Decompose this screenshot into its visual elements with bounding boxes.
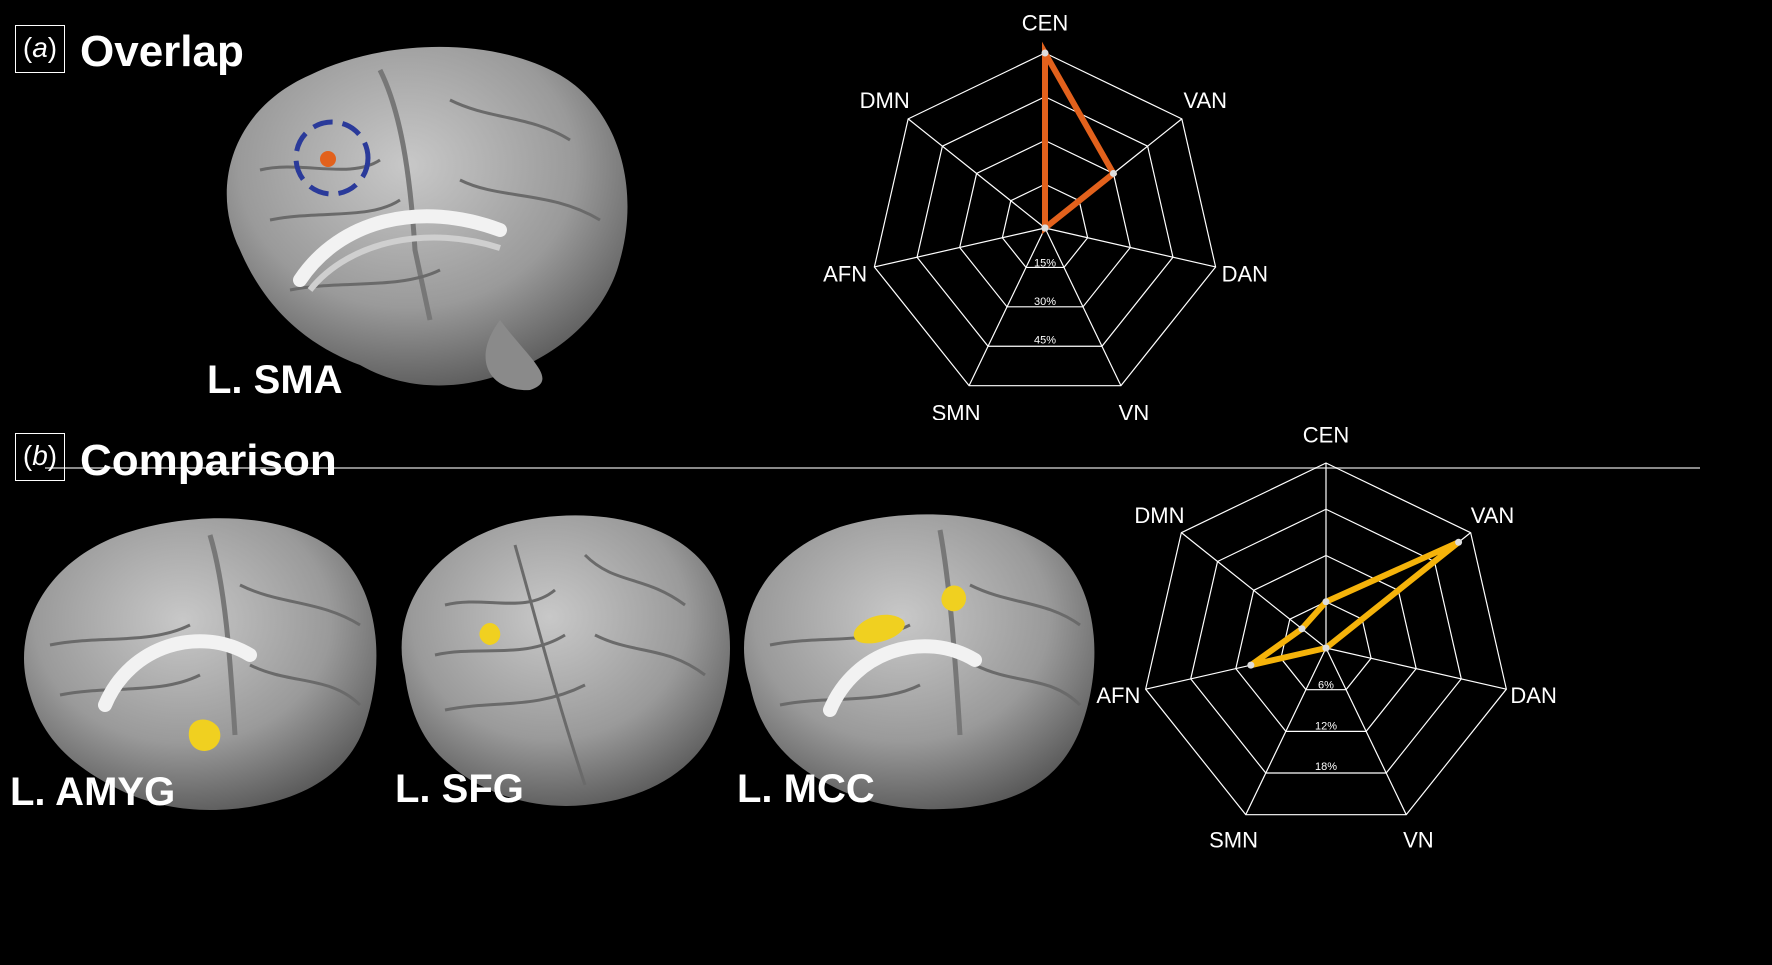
radar-b-ring-label-1: 6% bbox=[1318, 680, 1334, 692]
radar-b-ring-label-3: 18% bbox=[1315, 761, 1337, 773]
radar-a-axis-label-dan: DAN bbox=[1222, 261, 1268, 286]
radar-a-axis-line-dmn bbox=[907, 118, 1046, 229]
brain-mcc bbox=[744, 514, 1095, 810]
radar-a-axis-line-afn bbox=[874, 227, 1046, 268]
brain-label-sma: L. SMA bbox=[207, 358, 343, 402]
radar-a-grid-ring-4 bbox=[873, 52, 1217, 387]
brain-sfg bbox=[401, 515, 730, 806]
panel-a-title: Overlap bbox=[80, 27, 244, 76]
radar-a-axis-line-smn bbox=[968, 227, 1046, 386]
radar-b-series-line-0 bbox=[1249, 539, 1461, 669]
radar-a-axis-label-van: VAN bbox=[1183, 88, 1227, 113]
radar-b-axis-line-vn bbox=[1325, 647, 1407, 815]
radar-b-axis-line-dan bbox=[1325, 647, 1507, 690]
brain-sma bbox=[226, 46, 628, 391]
radar-chart-b: 6% 12% 18% CEN VAN DAN VN SMN AFN DMN bbox=[1096, 423, 1557, 853]
radar-b-axis-label-dmn: DMN bbox=[1134, 503, 1184, 528]
radar-b-axis-label-afn: AFN bbox=[1096, 683, 1140, 708]
radar-a-axis-label-afn: AFN bbox=[823, 261, 867, 286]
radar-b-grid-ring-2 bbox=[1235, 554, 1417, 732]
panel-a-tag: (a) bbox=[15, 25, 65, 73]
radar-b-data-point-cen bbox=[1322, 598, 1330, 606]
radar-a-axis-label-smn: SMN bbox=[932, 400, 981, 420]
radar-a-series-line-0 bbox=[1042, 41, 1118, 235]
radar-b-data-point-smn bbox=[1322, 644, 1330, 652]
radar-b-data-point-afn bbox=[1247, 661, 1255, 669]
roi-circle bbox=[293, 119, 371, 197]
radar-a-data-point-dmn bbox=[1041, 224, 1049, 232]
radar-a-ring-label-1: 15% bbox=[1034, 258, 1056, 270]
radar-b-axis-label-cen: CEN bbox=[1303, 423, 1349, 448]
panel-b-tag: (b) bbox=[15, 433, 65, 481]
radar-b-axis-line-smn bbox=[1245, 647, 1327, 815]
radar-a-axis-line-dan bbox=[1044, 227, 1216, 268]
radar-a-data-point-cen bbox=[1041, 49, 1049, 57]
radar-b-grid-ring-4 bbox=[1144, 462, 1508, 816]
radar-b-ring-label-2: 12% bbox=[1315, 720, 1337, 732]
radar-a-ring-label-3: 45% bbox=[1034, 335, 1056, 347]
radar-b-axis-label-van: VAN bbox=[1471, 503, 1515, 528]
radar-a-axis-line-vn bbox=[1044, 227, 1122, 386]
radar-b-axis-label-dan: DAN bbox=[1510, 683, 1556, 708]
radar-b-data-point-dmn bbox=[1298, 625, 1306, 633]
radar-a-axis-label-vn: VN bbox=[1119, 400, 1150, 420]
radar-b-data-point-van bbox=[1455, 538, 1463, 546]
radar-b-grid-ring-1 bbox=[1280, 601, 1372, 691]
radar-b-axis-label-vn: VN bbox=[1403, 828, 1434, 853]
radar-a-axis-label-cen: CEN bbox=[1022, 11, 1068, 36]
panel-b-title: Comparison bbox=[80, 436, 337, 485]
brain-amyg bbox=[24, 518, 377, 810]
radar-a-grid-ring-2 bbox=[959, 139, 1131, 308]
radar-a-ring-label-2: 30% bbox=[1034, 296, 1056, 308]
radar-chart-a: 15% 30% 45% CEN VAN DAN VN SMN AFN DMN bbox=[823, 11, 1268, 420]
radar-b-axis-label-smn: SMN bbox=[1209, 828, 1258, 853]
brain-label-mcc: L. MCC bbox=[737, 767, 875, 811]
brain-label-amyg: L. AMYG bbox=[10, 770, 176, 814]
roi-dot bbox=[320, 151, 336, 167]
radar-a-grid-ring-3 bbox=[916, 96, 1174, 347]
radar-a-axis-label-dmn: DMN bbox=[860, 88, 910, 113]
radar-a-grid-ring-1 bbox=[1001, 183, 1089, 269]
panel-divider bbox=[45, 467, 1700, 469]
radar-b-grid-ring-3 bbox=[1190, 508, 1462, 774]
brain-label-sfg: L. SFG bbox=[395, 767, 524, 811]
radar-a-data-point-van bbox=[1109, 169, 1117, 177]
